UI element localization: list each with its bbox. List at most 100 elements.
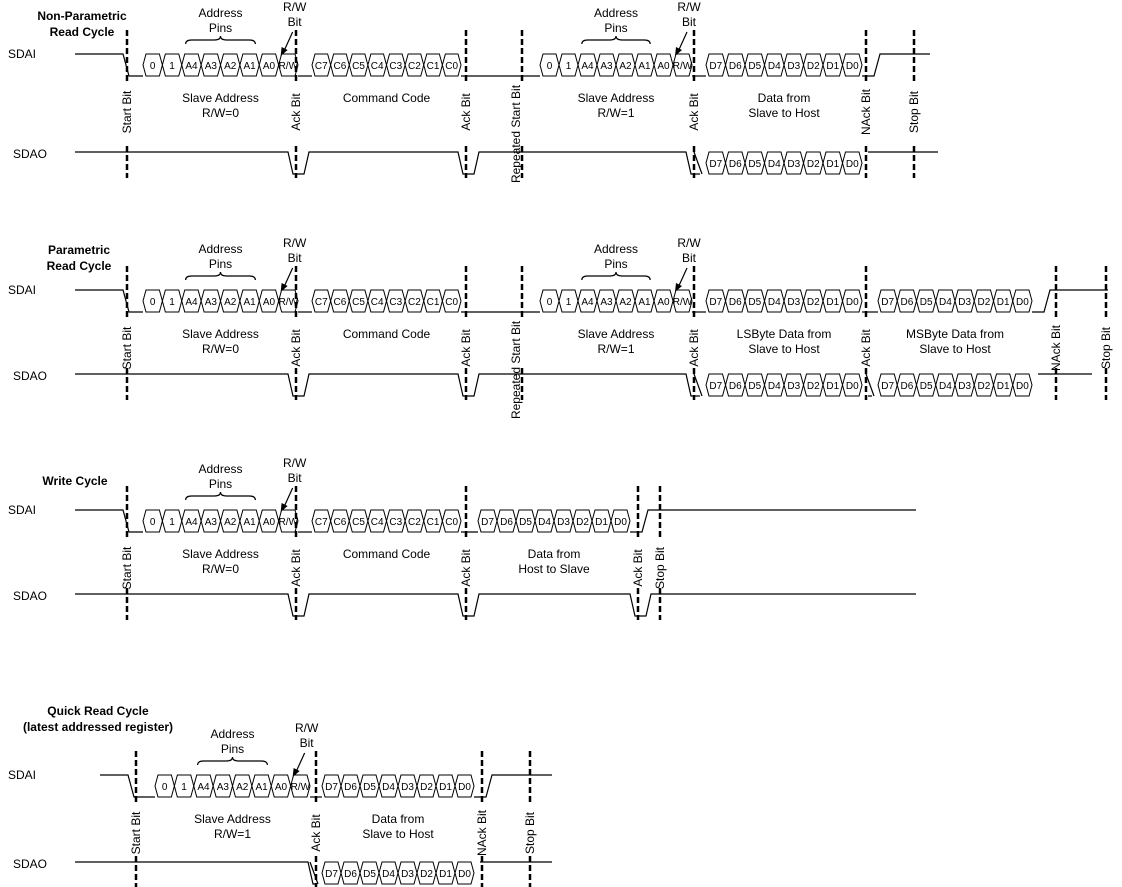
sdao-data-bit-label: D1	[439, 869, 452, 880]
sdao-data-bit-label: D0	[846, 159, 859, 170]
data-bit-label: D4	[939, 297, 952, 308]
addr-bit-label: A4	[185, 297, 198, 308]
bit-marker-label: Repeated Start Bit	[509, 84, 523, 183]
addr-bit-label: A3	[600, 297, 613, 308]
address-pins-label: Pins	[209, 257, 232, 271]
sdai-stop-edge	[474, 774, 552, 798]
bit-marker: Ack Bit	[459, 266, 473, 400]
data-bit-label: D1	[595, 517, 608, 528]
sdao-data-bit-label: D4	[939, 381, 952, 392]
sdao-data-bit-label: D6	[729, 381, 742, 392]
address-pins-label: Address	[594, 242, 638, 256]
address-pins-brace	[581, 271, 651, 281]
data-bit-label: D4	[538, 517, 551, 528]
addr-bit-label: A2	[224, 517, 237, 528]
sdai-start-edge	[75, 289, 143, 313]
sdao-data-bit-label: D2	[420, 869, 433, 880]
data-bit-label: D6	[344, 782, 357, 793]
sdao-data-bit-label: D6	[900, 381, 913, 392]
bit-marker-label: Ack Bit	[459, 93, 473, 131]
cmd-bit-label: C1	[427, 297, 440, 308]
bit-marker: Start Bit	[120, 266, 134, 400]
frame-label: R/W=1	[597, 106, 634, 120]
cmd-bit-label: C2	[408, 517, 421, 528]
frame-label: Host to Slave	[518, 562, 590, 576]
sdai-start-edge	[75, 509, 143, 533]
cmd-bit-label: C7	[315, 517, 328, 528]
cmd-bit-label: C5	[352, 61, 365, 72]
bit-marker-label: NAck Bit	[859, 88, 873, 135]
rw-bit-label: Bit	[682, 251, 697, 265]
bit-marker: Ack Bit	[631, 486, 645, 620]
bit-marker: Stop Bit	[653, 486, 667, 620]
section-title: Read Cycle	[50, 25, 115, 39]
section-title: Write Cycle	[42, 474, 107, 488]
cmd-bit-label: C7	[315, 61, 328, 72]
cmd-bit-label: C7	[315, 297, 328, 308]
frame-label: Slave Address	[182, 91, 259, 105]
sdao-data-fall	[309, 861, 319, 885]
sdao-data-bit-label: D1	[997, 381, 1010, 392]
data-bit-label: D3	[401, 782, 414, 793]
sdao-data-bit-label: D7	[709, 381, 722, 392]
sdao-data-bit-cell	[841, 151, 863, 175]
sdao-label: SDAO	[13, 589, 47, 603]
addr-bit-label: A4	[185, 517, 198, 528]
bit-marker: NAck Bit	[475, 751, 489, 887]
addr-bit-label: A0	[275, 782, 288, 793]
sdao-label: SDAO	[13, 369, 47, 383]
addr-bit-label: A4	[581, 297, 594, 308]
sdao-data-bit-label: D5	[920, 381, 933, 392]
bit-marker-label: Stop Bit	[1099, 326, 1113, 369]
bit-marker-label: Ack Bit	[459, 549, 473, 587]
cmd-bit-label: C4	[371, 297, 384, 308]
addr-bit-label: A3	[217, 782, 230, 793]
bit-marker-label: Start Bit	[129, 811, 143, 854]
bit-marker: Ack Bit	[687, 30, 701, 178]
cmd-bit-label: C3	[389, 517, 402, 528]
cmd-bit-label: C4	[371, 517, 384, 528]
address-pins-label: Pins	[209, 477, 232, 491]
section-title: Non-Parametric	[37, 9, 127, 23]
data-bit-label: D1	[997, 297, 1010, 308]
frame-label: Slave Address	[182, 327, 259, 341]
addr-bit-label: A3	[205, 297, 218, 308]
data-bit-label: D0	[846, 61, 859, 72]
addr-bit-label: A2	[224, 297, 237, 308]
addr-bit-label: A2	[236, 782, 249, 793]
sdao-data-bit-label: D0	[458, 869, 471, 880]
data-bit-label: D5	[519, 517, 532, 528]
addr-bit-label: A3	[205, 517, 218, 528]
sdao-data-bit-label: D1	[826, 381, 839, 392]
section-title: Read Cycle	[47, 259, 112, 273]
bit-marker: Stop Bit	[523, 751, 537, 887]
bit-marker: Start Bit	[120, 30, 134, 178]
sdao-data-bit-label: D4	[382, 869, 395, 880]
frame-label: Slave to Host	[919, 342, 991, 356]
addr-bit-label: 1	[169, 517, 175, 528]
bit-marker-label: Ack Bit	[309, 814, 323, 852]
bit-marker-label: Ack Bit	[459, 329, 473, 367]
addr-bit-label: R/W	[673, 297, 693, 308]
sdao-data-bit-label: D0	[846, 381, 859, 392]
address-pins-brace	[185, 271, 256, 281]
sdao-data-bit-label: D0	[1016, 381, 1029, 392]
data-bit-label: D5	[920, 297, 933, 308]
bit-marker-label: Ack Bit	[687, 93, 701, 131]
frame-label: Slave to Host	[748, 342, 820, 356]
addr-bit-label: R/W	[291, 782, 311, 793]
rw-bit-label: Bit	[300, 736, 315, 750]
addr-bit-label: A2	[224, 61, 237, 72]
section-title: Parametric	[48, 243, 110, 257]
rw-bit-label: R/W	[677, 0, 701, 14]
cmd-bit-cell	[441, 289, 462, 313]
sdao-data-bit-cell	[1012, 373, 1033, 397]
bit-marker-label: Stop Bit	[523, 811, 537, 854]
addr-bit-label: 0	[547, 297, 553, 308]
